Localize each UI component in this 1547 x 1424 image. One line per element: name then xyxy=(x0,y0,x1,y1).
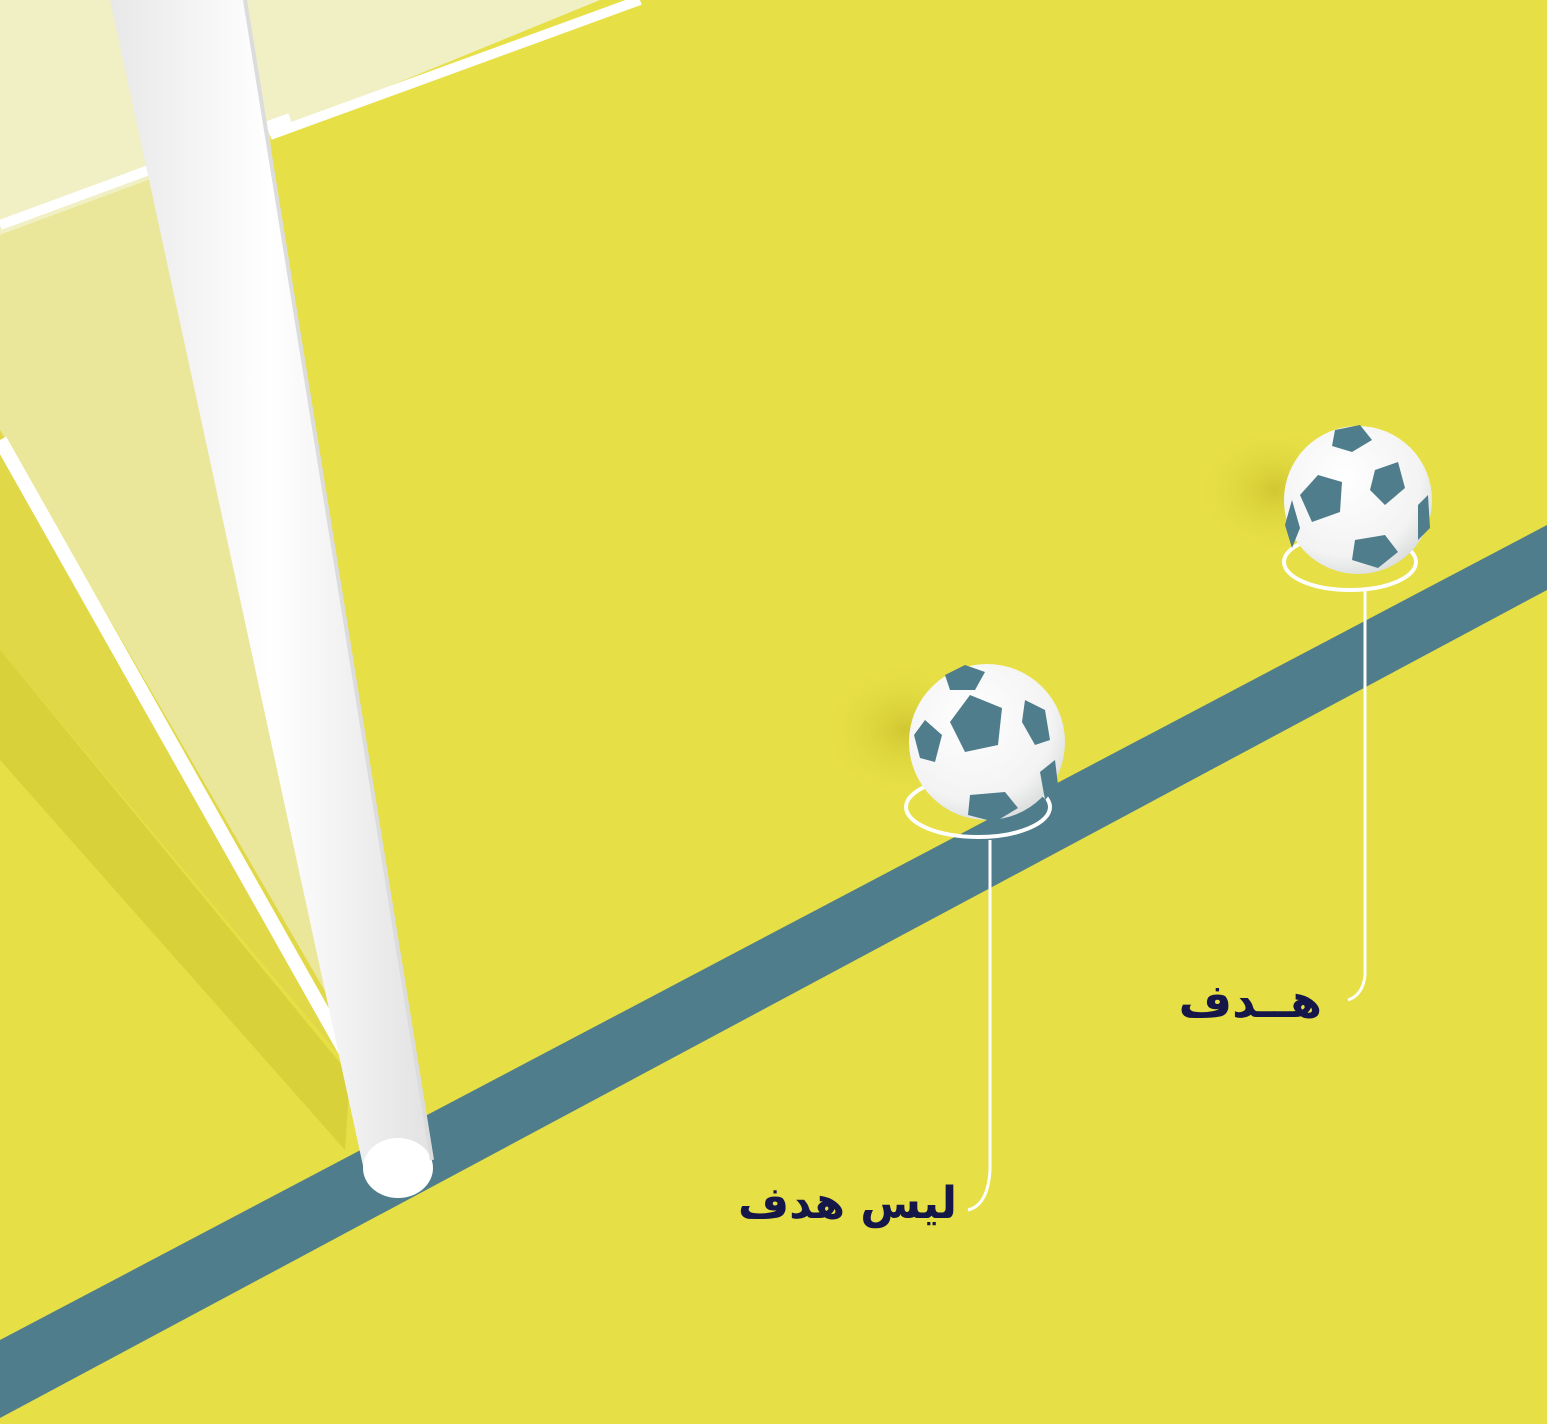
goal-label: هــدف xyxy=(1179,978,1322,1024)
no-goal-label: ليس هدف xyxy=(738,1182,957,1226)
